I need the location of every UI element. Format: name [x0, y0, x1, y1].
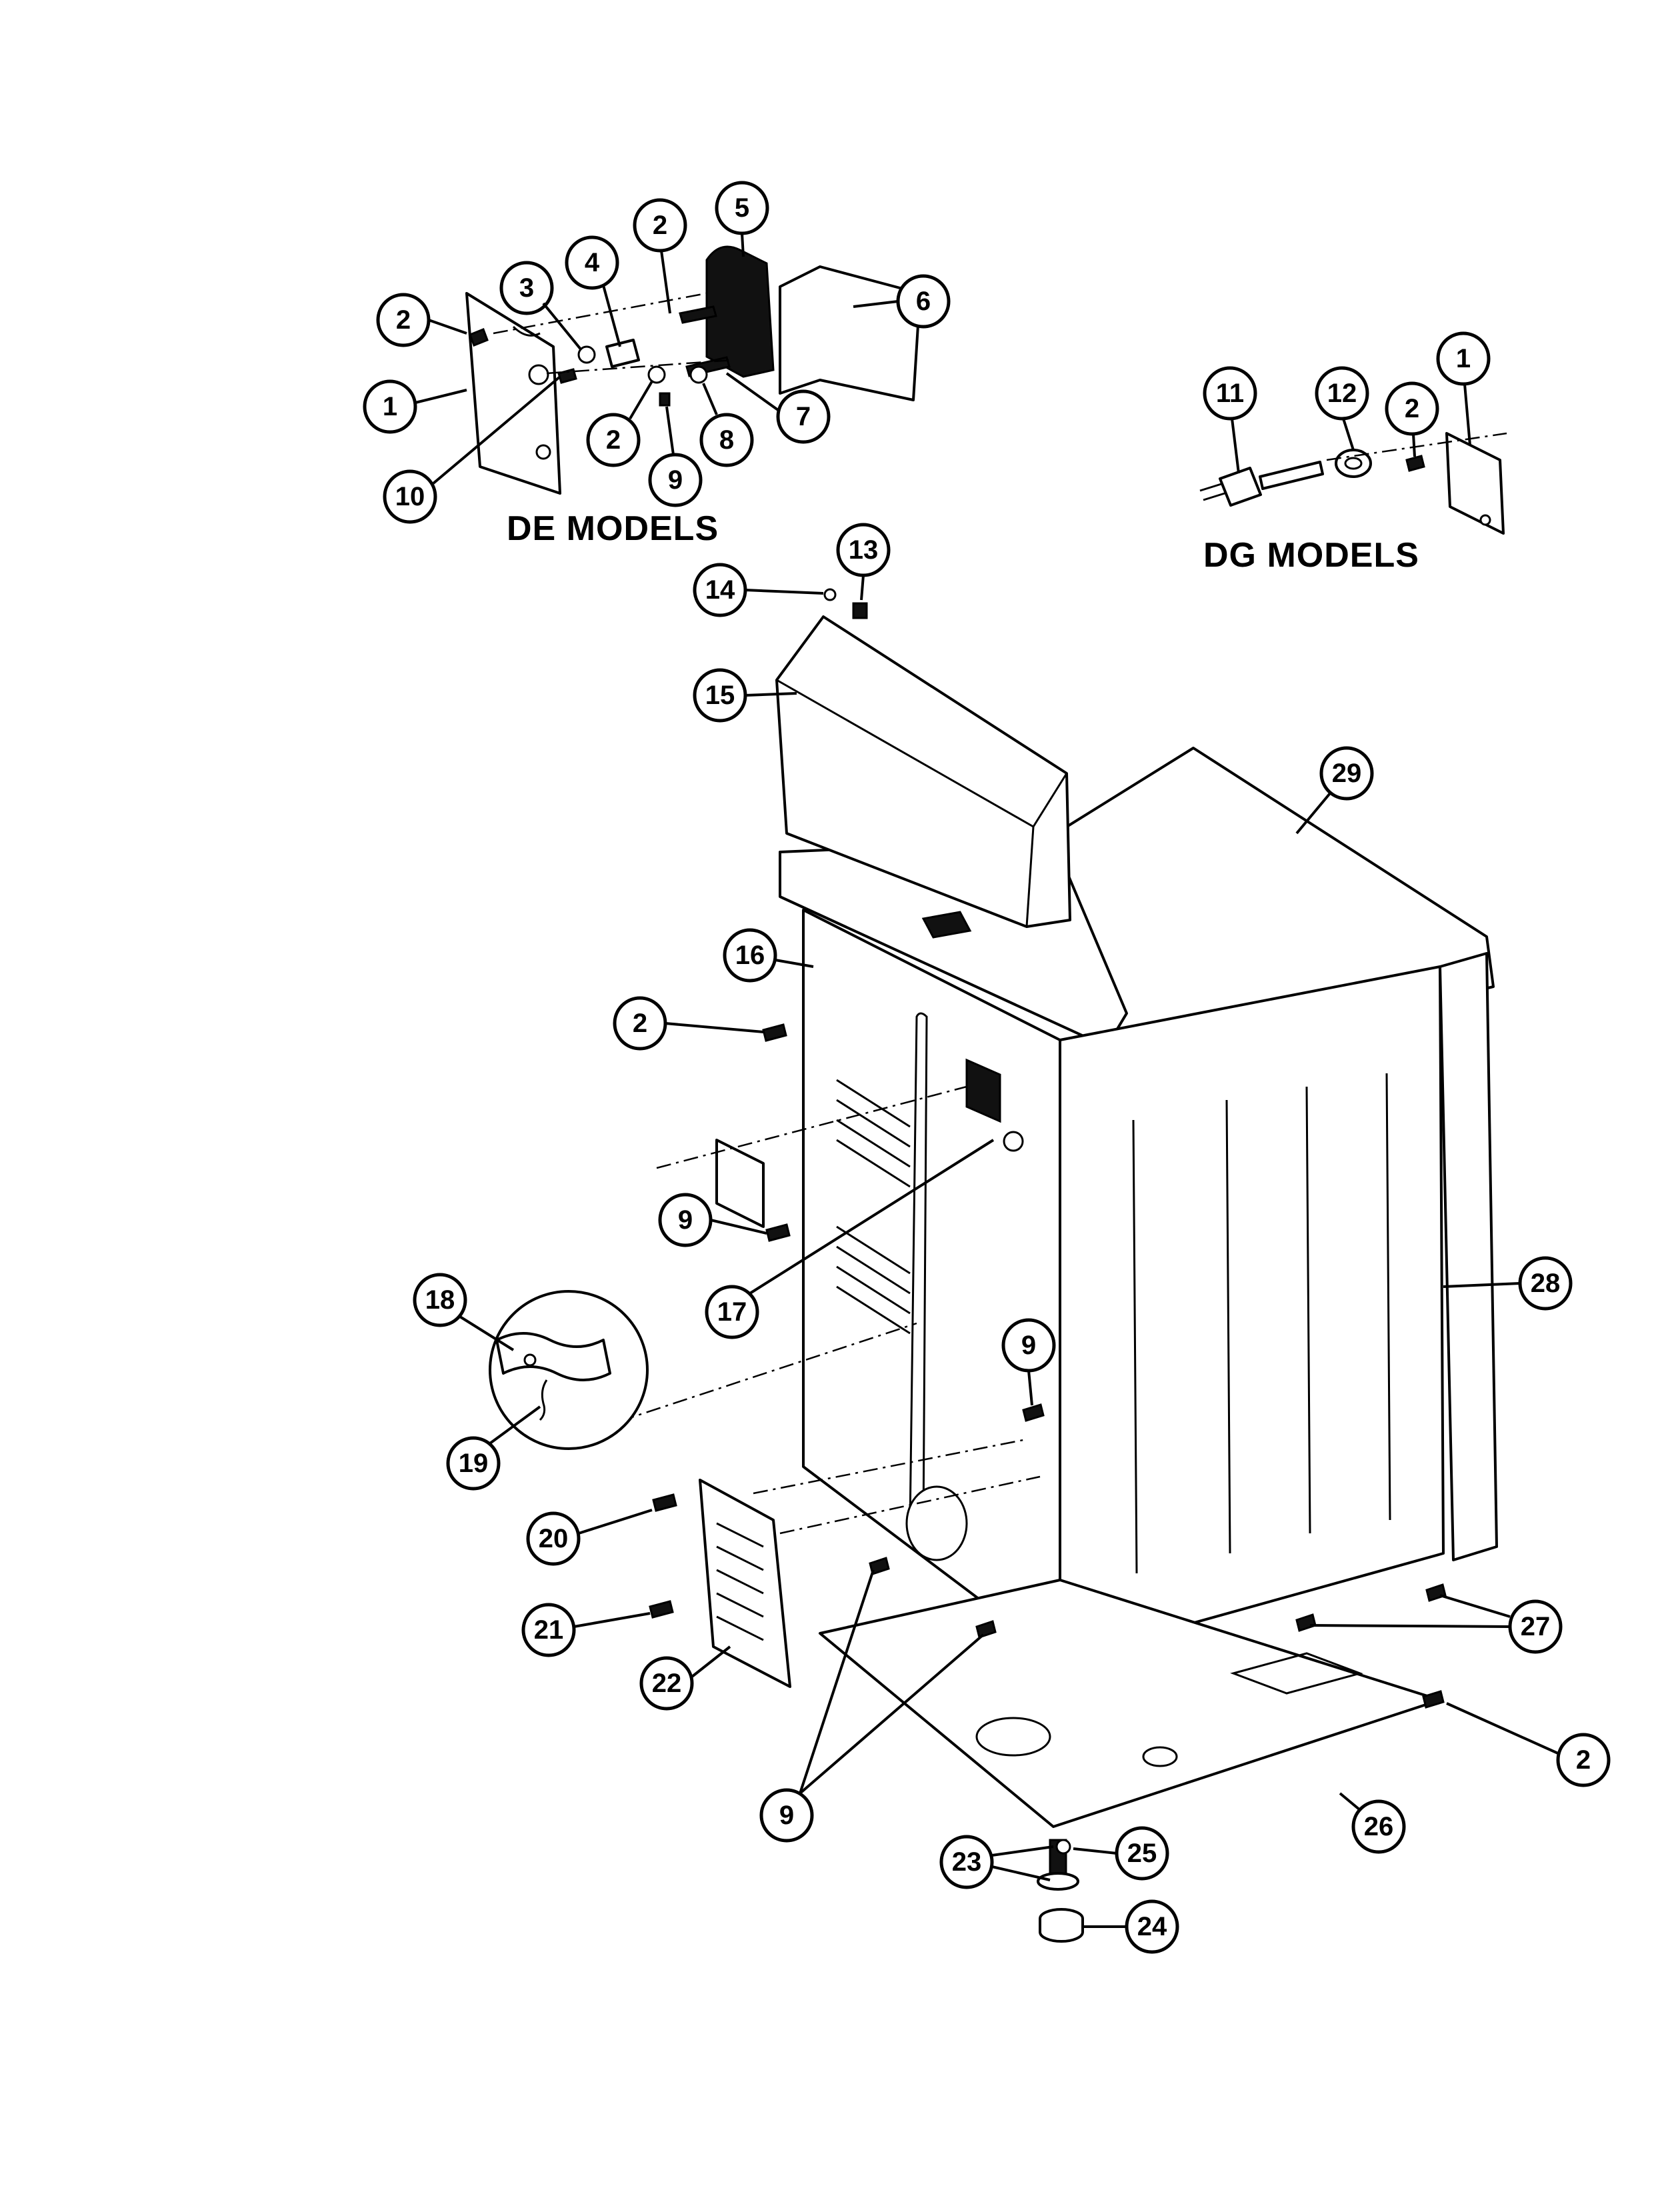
svg-text:2: 2 — [396, 305, 411, 335]
callout-13: 13 — [836, 523, 891, 577]
svg-text:16: 16 — [735, 941, 765, 970]
callout-de-10: 10 — [383, 469, 437, 524]
callout-20: 20 — [526, 1511, 581, 1566]
callout-16: 16 — [723, 928, 777, 983]
svg-text:9: 9 — [678, 1205, 693, 1235]
svg-text:21: 21 — [534, 1615, 564, 1645]
svg-text:9: 9 — [668, 465, 683, 495]
callout-de-4: 4 — [565, 235, 619, 290]
de-terminal-block — [705, 245, 775, 378]
callout-de-5: 5 — [715, 181, 769, 235]
dg-plate — [1445, 432, 1505, 535]
svg-text:12: 12 — [1327, 379, 1357, 408]
main-leaders — [459, 575, 1559, 1928]
dg-models-label: DG MODELS — [1203, 536, 1419, 575]
svg-text:25: 25 — [1127, 1839, 1157, 1868]
callout-18: 18 — [413, 1273, 467, 1327]
callout-dg-1: 1 — [1436, 331, 1491, 386]
callout-de-9: 9 — [648, 453, 703, 507]
callout-28: 28 — [1518, 1256, 1573, 1311]
svg-text:2: 2 — [1405, 394, 1419, 423]
svg-text:11: 11 — [1216, 379, 1244, 408]
svg-text:6: 6 — [916, 287, 931, 316]
svg-text:23: 23 — [952, 1847, 982, 1877]
callout-27: 27 — [1508, 1599, 1563, 1654]
main-cabinet — [566, 588, 1498, 1943]
callout-9a: 9 — [658, 1193, 713, 1247]
svg-text:14: 14 — [705, 575, 735, 605]
svg-text:19: 19 — [459, 1449, 489, 1478]
svg-text:3: 3 — [519, 273, 534, 303]
svg-text:2: 2 — [606, 425, 621, 455]
callout-dg-11: 11 — [1203, 366, 1257, 421]
callout-dg-2: 2 — [1385, 381, 1439, 436]
svg-text:2: 2 — [1576, 1745, 1591, 1775]
callout-2-right: 2 — [1556, 1733, 1611, 1787]
callout-de-2a: 2 — [376, 293, 431, 347]
svg-text:28: 28 — [1531, 1269, 1561, 1298]
callout-de-1: 1 — [363, 379, 417, 434]
svg-text:2: 2 — [633, 1009, 647, 1038]
de-terminal-plate — [465, 292, 561, 495]
callout-15: 15 — [693, 668, 747, 723]
svg-text:8: 8 — [719, 425, 734, 455]
svg-text:29: 29 — [1332, 759, 1362, 788]
svg-text:9: 9 — [779, 1801, 794, 1830]
callout-dg-12: 12 — [1315, 366, 1369, 421]
callout-de-2b: 2 — [633, 198, 687, 253]
dg-leaders — [1231, 383, 1471, 474]
svg-text:15: 15 — [705, 681, 735, 710]
callout-23: 23 — [939, 1835, 994, 1889]
cabinet-base — [819, 1579, 1441, 1828]
svg-text:27: 27 — [1521, 1612, 1551, 1641]
callout-26: 26 — [1351, 1799, 1406, 1854]
svg-text:1: 1 — [383, 392, 397, 421]
svg-text:26: 26 — [1364, 1812, 1394, 1841]
svg-text:1: 1 — [1456, 344, 1471, 373]
svg-text:17: 17 — [717, 1297, 747, 1327]
callout-2-main: 2 — [613, 996, 667, 1051]
callout-9b: 9 — [1001, 1318, 1056, 1373]
svg-text:2: 2 — [653, 211, 667, 240]
callout-29: 29 — [1319, 746, 1374, 801]
de-leaders — [415, 233, 899, 485]
svg-text:7: 7 — [796, 402, 811, 431]
svg-text:10: 10 — [395, 482, 425, 511]
svg-text:13: 13 — [849, 535, 879, 565]
callout-de-7: 7 — [776, 389, 831, 444]
callout-24: 24 — [1125, 1899, 1179, 1954]
callout-de-2c: 2 — [586, 413, 641, 467]
cabinet-side-panel — [1059, 965, 1445, 1661]
dg-power-cord-plug — [1219, 467, 1262, 507]
de-models-assembly — [465, 245, 921, 495]
callout-de-8: 8 — [699, 413, 754, 467]
svg-text:24: 24 — [1137, 1912, 1167, 1941]
callout-22: 22 — [639, 1656, 694, 1711]
control-backsplash — [775, 615, 1071, 928]
svg-text:5: 5 — [735, 193, 749, 223]
svg-text:20: 20 — [539, 1524, 569, 1553]
callout-21: 21 — [521, 1603, 576, 1657]
leg-cup — [1039, 1908, 1084, 1943]
callout-9c: 9 — [759, 1788, 814, 1843]
de-terminal-cover — [779, 265, 921, 401]
callout-de-3: 3 — [499, 261, 554, 315]
callout-17: 17 — [705, 1285, 759, 1339]
callout-25: 25 — [1115, 1826, 1169, 1881]
svg-text:18: 18 — [425, 1285, 455, 1315]
callout-14: 14 — [693, 563, 747, 617]
callout-de-6: 6 — [896, 274, 951, 329]
de-models-label: DE MODELS — [507, 509, 719, 548]
clip-detail-inset — [489, 1290, 649, 1450]
svg-text:9: 9 — [1021, 1331, 1036, 1360]
svg-text:22: 22 — [652, 1669, 682, 1698]
cabinet-front-frame — [1439, 952, 1498, 1561]
callout-19: 19 — [446, 1436, 501, 1491]
svg-text:4: 4 — [585, 248, 600, 277]
dg-models-assembly — [1199, 432, 1507, 535]
